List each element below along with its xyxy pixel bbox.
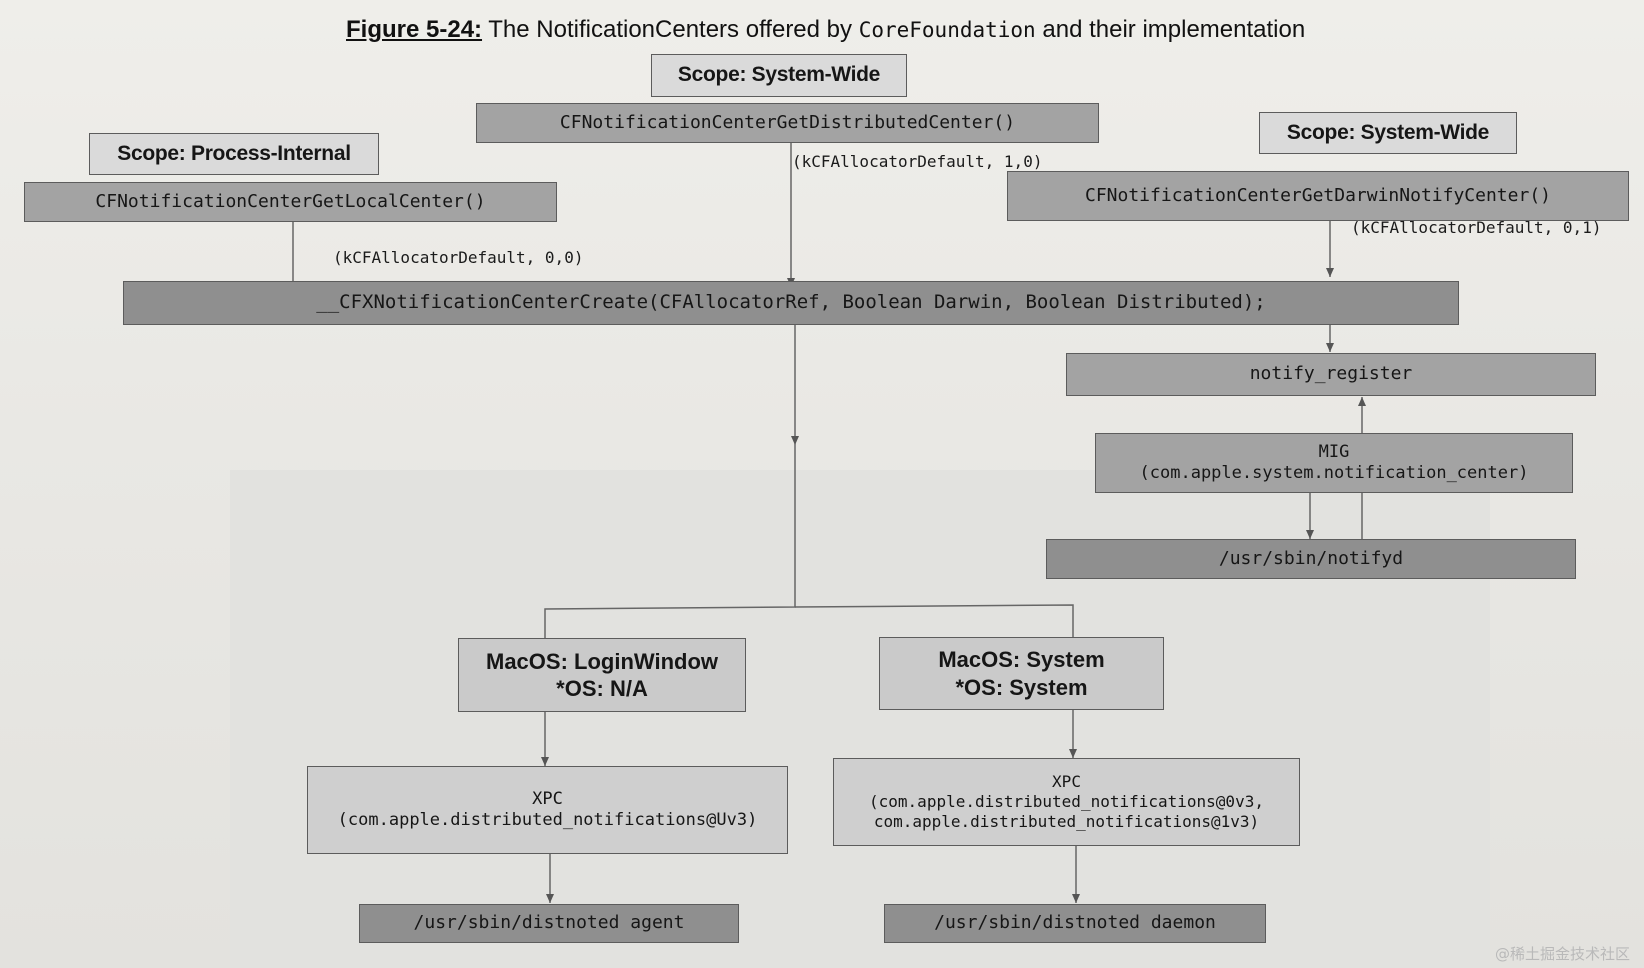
xpc-left-title: XPC [532, 788, 563, 809]
mig-title: MIG [1318, 441, 1350, 462]
xpc-right-service-2: com.apple.distributed_notifications@1v3) [873, 812, 1260, 831]
figure-caption: Figure 5-24: The NotificationCenters off… [346, 16, 1305, 44]
function-get-darwin-notify-center: CFNotificationCenterGetDarwinNotifyCente… [1007, 171, 1629, 221]
notify-register-box: notify_register [1066, 353, 1596, 396]
platform-system-line1: MacOS: System [938, 647, 1105, 672]
platform-system-line2: *OS: System [955, 674, 1088, 700]
distnoted-agent-box: /usr/sbin/distnoted agent [359, 904, 739, 943]
mig-box: MIG (com.apple.system.notification_cente… [1095, 433, 1573, 493]
function-get-distributed-center: CFNotificationCenterGetDistributedCenter… [476, 103, 1099, 143]
scope-process-internal: Scope: Process-Internal [89, 133, 379, 175]
args-distributed: (kCFAllocatorDefault, 1,0) [792, 152, 1043, 171]
watermark: @稀土掘金技术社区 [1494, 945, 1630, 963]
xpc-left-box: XPC (com.apple.distributed_notifications… [307, 766, 788, 854]
platform-loginwindow: MacOS: LoginWindow *OS: N/A [458, 638, 746, 712]
xpc-left-service: (com.apple.distributed_notifications@Uv3… [337, 810, 758, 830]
platform-loginwindow-line2: *OS: N/A [556, 676, 648, 701]
platform-loginwindow-line1: MacOS: LoginWindow [486, 648, 718, 674]
args-local: (kCFAllocatorDefault, 0,0) [333, 248, 584, 267]
xpc-right-box: XPC (com.apple.distributed_notifications… [833, 758, 1300, 846]
caption-text-after: and their implementation [1042, 16, 1306, 43]
args-darwin: (kCFAllocatorDefault, 0,1) [1351, 218, 1602, 237]
platform-system: MacOS: System *OS: System [879, 637, 1164, 710]
scope-system-wide-center: Scope: System-Wide [651, 54, 907, 97]
function-get-local-center: CFNotificationCenterGetLocalCenter() [24, 182, 557, 222]
caption-text-before: The NotificationCenters offered by [488, 16, 853, 43]
caption-code-word: CoreFoundation [858, 18, 1036, 42]
scope-system-wide-right: Scope: System-Wide [1259, 112, 1517, 154]
figure-label: Figure 5-24: [346, 16, 483, 43]
split-line-right [794, 604, 1074, 637]
split-line [544, 445, 796, 638]
distnoted-daemon-box: /usr/sbin/distnoted daemon [884, 904, 1266, 943]
mig-service: (com.apple.system.notification_center) [1139, 463, 1529, 483]
function-cfx-notification-center-create: __CFXNotificationCenterCreate(CFAllocato… [123, 281, 1459, 325]
xpc-right-service-1: (com.apple.distributed_notifications@0v3… [869, 792, 1264, 811]
xpc-right-title: XPC [1052, 772, 1081, 791]
notifyd-box: /usr/sbin/notifyd [1046, 539, 1576, 579]
